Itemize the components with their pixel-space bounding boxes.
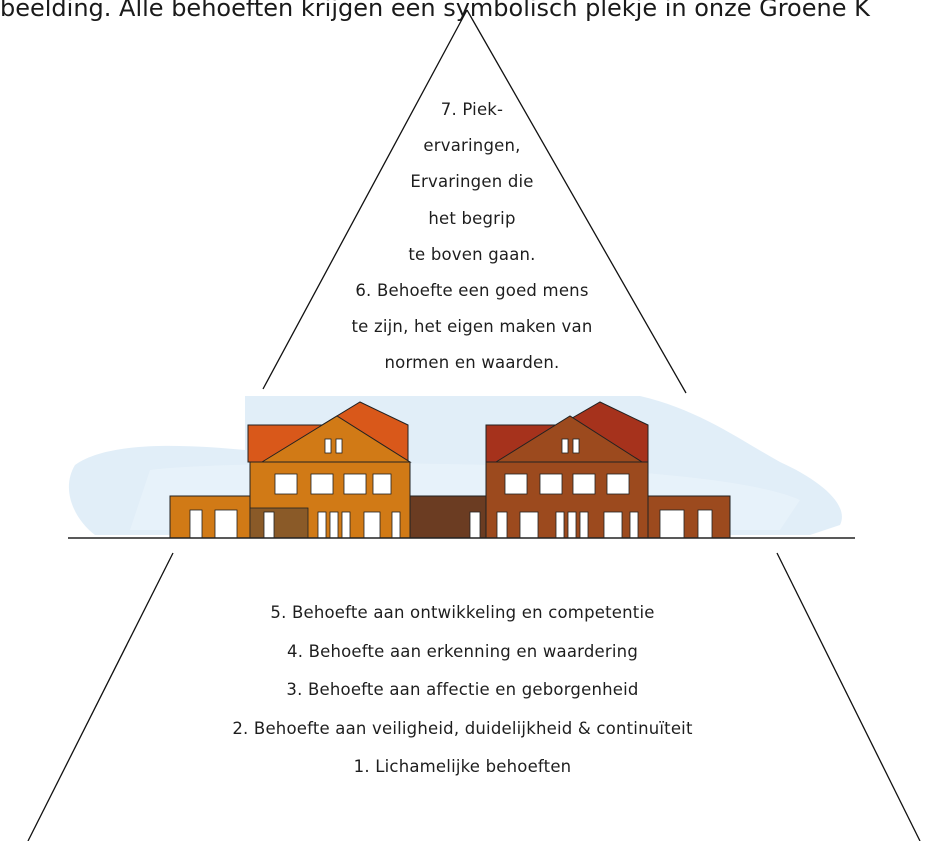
right-house-door xyxy=(555,511,565,539)
need-line: het begrip xyxy=(428,208,516,228)
left-house-window xyxy=(343,473,367,495)
left-house-door xyxy=(263,511,275,539)
left-house-gable-window xyxy=(335,438,343,454)
houses-illustration xyxy=(68,396,855,539)
left-wing-window xyxy=(214,509,238,539)
need-line: 3. Behoefte aan affectie en geborgenheid xyxy=(286,680,639,699)
left-wing-door xyxy=(189,509,203,539)
need-line: 7. Piek- xyxy=(440,100,504,119)
need-line: 4. Behoefte aan erkenning en waardering xyxy=(287,641,638,661)
left-house-door xyxy=(341,511,351,539)
need-line: te boven gaan. xyxy=(408,244,536,264)
right-house-door xyxy=(579,511,589,539)
need-line: ervaringen, xyxy=(423,136,521,156)
right-house-window xyxy=(539,473,563,495)
left-house-door xyxy=(391,511,401,539)
need-line: normen en waarden. xyxy=(384,353,560,373)
right-house-gable-window xyxy=(572,438,580,454)
left-house-door xyxy=(329,511,339,539)
pyramid-edge-bottom-left xyxy=(27,552,174,841)
right-house-gable-window xyxy=(561,438,569,454)
right-wing-window xyxy=(659,509,685,539)
right-house-wall xyxy=(485,461,649,539)
lower-needs-text: 5. Behoefte aan ontwikkeling en competen… xyxy=(120,594,805,787)
right-house-door xyxy=(603,511,623,539)
caption-text: beelding. Alle behoeften krijgen een sym… xyxy=(0,0,870,22)
right-house-door xyxy=(496,511,508,539)
connector-door xyxy=(469,511,481,539)
right-house-window xyxy=(504,473,528,495)
need-line: 2. Behoefte aan veiligheid, duidelijkhei… xyxy=(232,718,693,738)
need-line: Ervaringen die xyxy=(410,172,534,192)
need-line: 5. Behoefte aan ontwikkeling en competen… xyxy=(270,603,655,622)
left-house-lower-band xyxy=(249,507,309,539)
pyramid-edge-top-right xyxy=(466,9,687,394)
left-house-door xyxy=(363,511,381,539)
need-line: 6. Behoefte een goed mens xyxy=(355,281,589,301)
left-house-window xyxy=(372,473,392,495)
left-house-window xyxy=(274,473,298,495)
right-house-door xyxy=(519,511,539,539)
right-house-door xyxy=(567,511,577,539)
upper-needs-text: 7. Piek- ervaringen, Ervaringen die het … xyxy=(262,92,682,382)
pyramid-edge-top-left xyxy=(262,9,468,390)
left-wing xyxy=(169,495,251,539)
pyramid-outline xyxy=(27,9,921,841)
left-house-window xyxy=(310,473,334,495)
right-house-door xyxy=(629,511,639,539)
left-house-gable-window xyxy=(324,438,332,454)
pyramid-edge-bottom-right xyxy=(776,552,921,841)
right-wing-door xyxy=(697,509,713,539)
left-house-door xyxy=(317,511,327,539)
need-line: 1. Lichamelijke behoeften xyxy=(353,757,572,776)
right-house-window xyxy=(572,473,596,495)
need-line: te zijn, het eigen maken van xyxy=(351,317,593,337)
right-house-window xyxy=(606,473,630,495)
